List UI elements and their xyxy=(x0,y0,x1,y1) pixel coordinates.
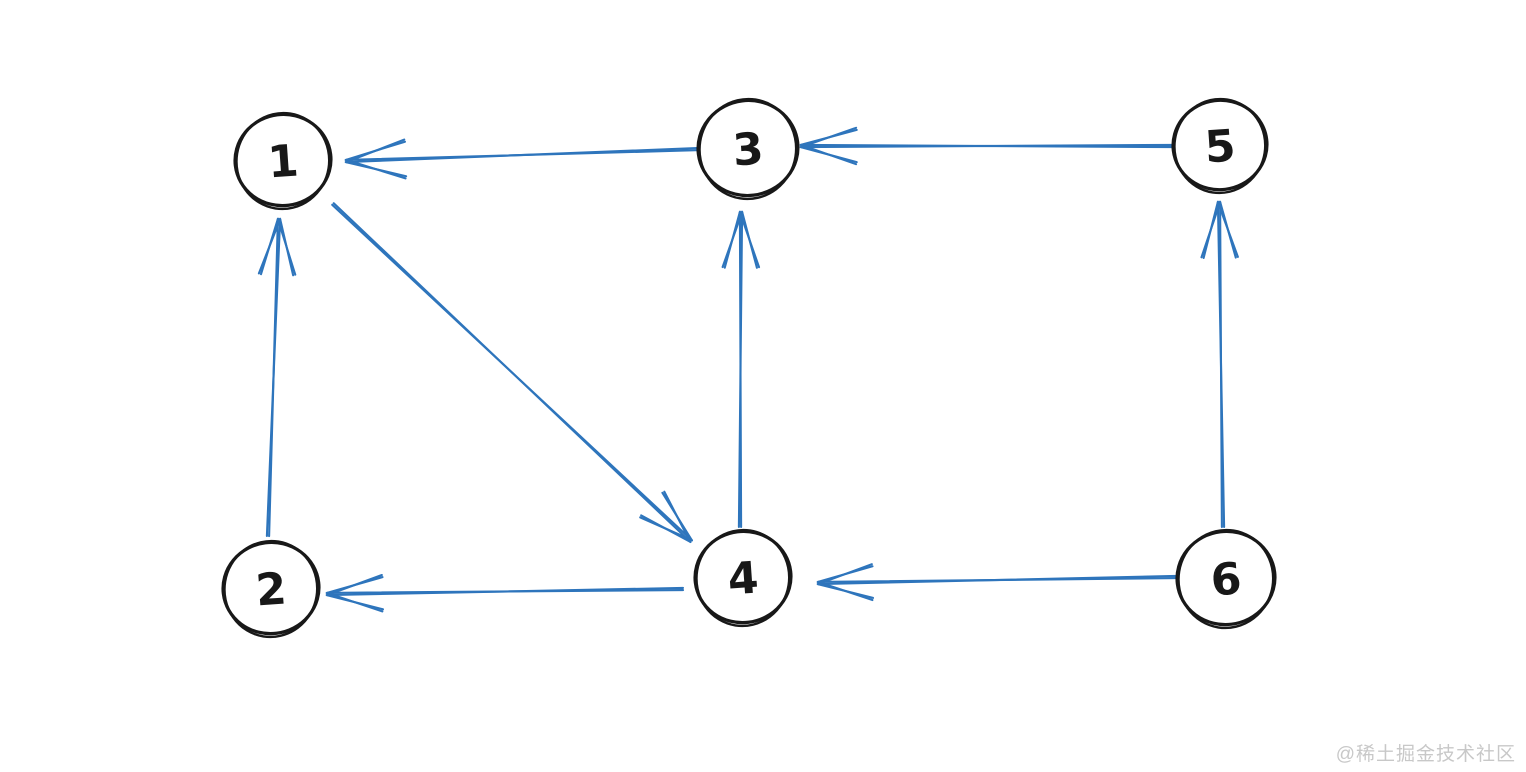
watermark: @稀土掘金技术社区 xyxy=(1335,744,1516,765)
edge-6-to-4 xyxy=(816,563,1178,602)
node-3: 3 xyxy=(696,97,800,201)
node-circle-overstroke xyxy=(235,111,331,211)
node-5: 5 xyxy=(1171,97,1269,195)
node-4: 4 xyxy=(693,528,793,628)
node-2: 2 xyxy=(221,539,321,639)
edge-1-to-4 xyxy=(331,202,694,544)
node-label-6: 6 xyxy=(1209,553,1243,606)
node-circle-overstroke xyxy=(695,528,791,628)
edge-4-to-3 xyxy=(721,210,761,529)
edge-6-to-5 xyxy=(1200,200,1239,529)
node-label-4: 4 xyxy=(726,552,760,605)
node-circle-overstroke xyxy=(1173,97,1267,195)
node-label-5: 5 xyxy=(1203,120,1237,173)
node-circle-overstroke xyxy=(1177,528,1275,630)
node-circle-overstroke xyxy=(698,97,798,201)
node-label-3: 3 xyxy=(731,123,765,176)
edge-5-to-3 xyxy=(799,126,1174,166)
node-circle xyxy=(696,98,800,198)
node-label-2: 2 xyxy=(254,563,288,616)
node-label-1: 1 xyxy=(266,135,300,188)
edge-2-to-1 xyxy=(257,217,297,538)
edge-3-to-1 xyxy=(344,138,702,180)
node-circle-overstroke xyxy=(223,539,319,639)
node-6: 6 xyxy=(1175,528,1277,630)
edge-4-to-2 xyxy=(325,573,685,613)
node-1: 1 xyxy=(233,111,333,211)
node-circle xyxy=(1175,529,1277,627)
